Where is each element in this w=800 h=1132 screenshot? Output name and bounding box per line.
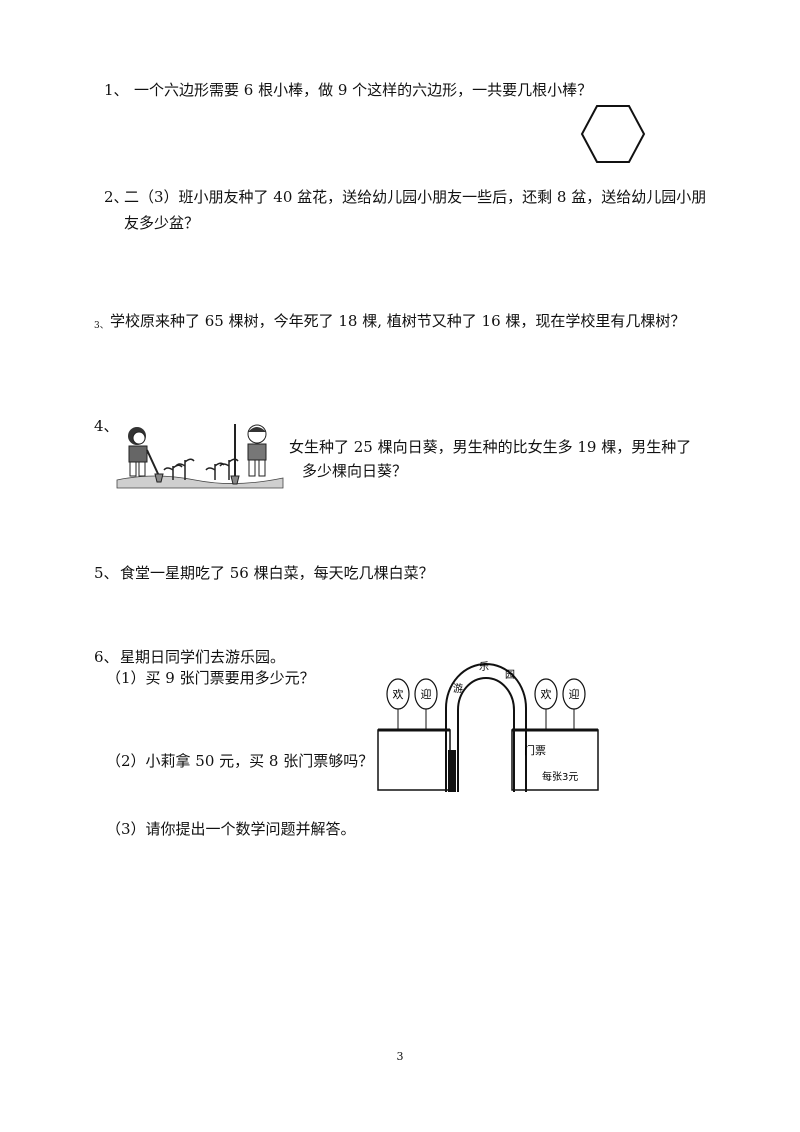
balloon-right-2-text: 迎 <box>569 688 580 701</box>
arch-char-1: 游 <box>453 682 463 695</box>
q6-sub3: （3）请你提出一个数学问题并解答。 <box>106 820 356 838</box>
q2-number: 2、 <box>104 188 129 206</box>
children-planting-illustration <box>116 424 284 489</box>
arch-char-3: 园 <box>505 669 515 681</box>
page-number: 3 <box>396 1050 404 1063</box>
q4-line2: 多少棵向日葵？ <box>302 462 408 480</box>
balloon-left-1 <box>386 678 410 730</box>
q5-text: 食堂一星期吃了 56 棵白菜，每天吃几棵白菜？ <box>120 564 434 582</box>
arch-char-2: 乐 <box>479 661 489 673</box>
q4-number: 4、 <box>94 417 119 435</box>
balloon-right-1 <box>534 678 558 730</box>
q5-number: 5、 <box>94 564 119 582</box>
balloon-right-1-text: 欢 <box>541 687 552 701</box>
q3-number: 3、 <box>94 321 109 331</box>
ticket-price: 每张3元 <box>542 770 578 783</box>
q2-line2: 友多少盆？ <box>124 214 200 232</box>
balloon-left-2-text: 迎 <box>421 688 432 701</box>
q6-sub2: （2）小莉拿 50 元，买 8 张门票够吗？ <box>106 752 374 770</box>
balloon-right-2 <box>562 678 586 730</box>
q6-number: 6、 <box>94 648 119 666</box>
q1-text: 一个六边形需要 6 根小棒，做 9 个这样的六边形，一共要几根小棒？ <box>134 81 593 99</box>
q6-text: 星期日同学们去游乐园。 <box>120 648 286 666</box>
q1-number: 1、 <box>104 81 129 99</box>
hexagon-figure <box>580 105 646 163</box>
balloon-left-1-text: 欢 <box>393 687 404 701</box>
q2-line1: 二（3）班小朋友种了 40 盆花，送给幼儿园小朋友一些后，还剩 8 盆，送给幼儿… <box>124 188 707 206</box>
q4-line1: 女生种了 25 棵向日葵，男生种的比女生多 19 棵，男生种了 <box>289 438 692 456</box>
q6-sub1: （1）买 9 张门票要用多少元？ <box>106 669 315 687</box>
balloon-left-2 <box>414 678 438 730</box>
amusement-park-illustration: 欢 迎 欢 迎 游 乐 园 门票 每张3元 <box>377 661 599 792</box>
ticket-label: 门票 <box>524 743 546 757</box>
q3-text: 学校原来种了 65 棵树，今年死了 18 棵, 植树节又种了 16 棵，现在学校… <box>110 312 686 330</box>
